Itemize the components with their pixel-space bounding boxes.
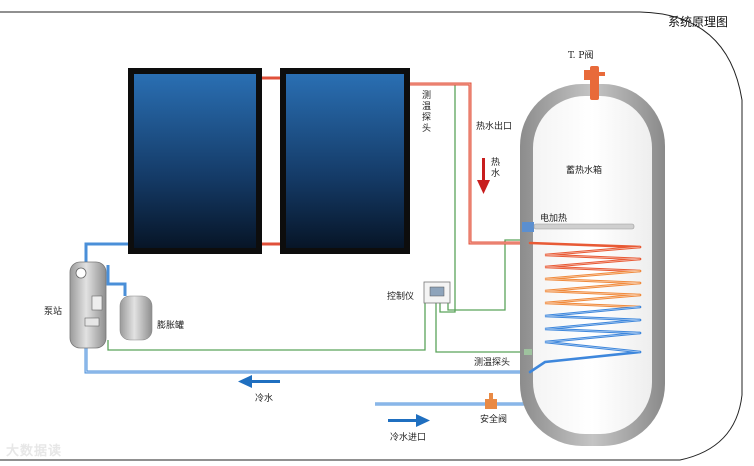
- temp-probe-bottom-label: 测温探头: [474, 358, 511, 368]
- tank-sensor-port: [524, 349, 532, 355]
- safety-valve: [485, 393, 497, 409]
- cold-flow-arrow-icon: [238, 375, 280, 388]
- controller: [423, 281, 451, 304]
- expansion-tank-label: 膨胀罐: [157, 321, 185, 331]
- pump-station: [69, 261, 107, 349]
- storage-tank-label: 蓄热水箱: [566, 166, 603, 176]
- watermark-logo: 大数据读: [6, 444, 63, 459]
- hot-water-flow-label: 热水: [490, 158, 500, 179]
- electric-heater-label: 电加热: [540, 214, 568, 224]
- controller-label: 控制仪: [387, 292, 415, 302]
- expansion-tank: [119, 295, 153, 341]
- tp-valve-label: T. P阀: [568, 51, 594, 61]
- tp-valve: [584, 66, 605, 100]
- diagram-frame: [0, 11, 743, 461]
- cold-water-label: 冷水: [255, 394, 274, 404]
- cold-inlet-arrow-icon: [388, 414, 430, 427]
- hot-water-outlet-label: 热水出口: [476, 122, 513, 132]
- collector-panel-right: [280, 68, 410, 254]
- temp-probe-top-label: 测温探头: [421, 91, 431, 134]
- diagram-title: 系统原理图: [668, 15, 729, 29]
- cold-water-inlet-label: 冷水进口: [390, 433, 427, 443]
- hot-flow-arrow-icon: [477, 158, 490, 194]
- electric-heater: [522, 222, 635, 232]
- safety-valve-label: 安全阀: [480, 415, 508, 425]
- collector-panel-left: [128, 68, 262, 254]
- pump-station-label: 泵站: [44, 307, 63, 317]
- storage-tank: [520, 84, 665, 446]
